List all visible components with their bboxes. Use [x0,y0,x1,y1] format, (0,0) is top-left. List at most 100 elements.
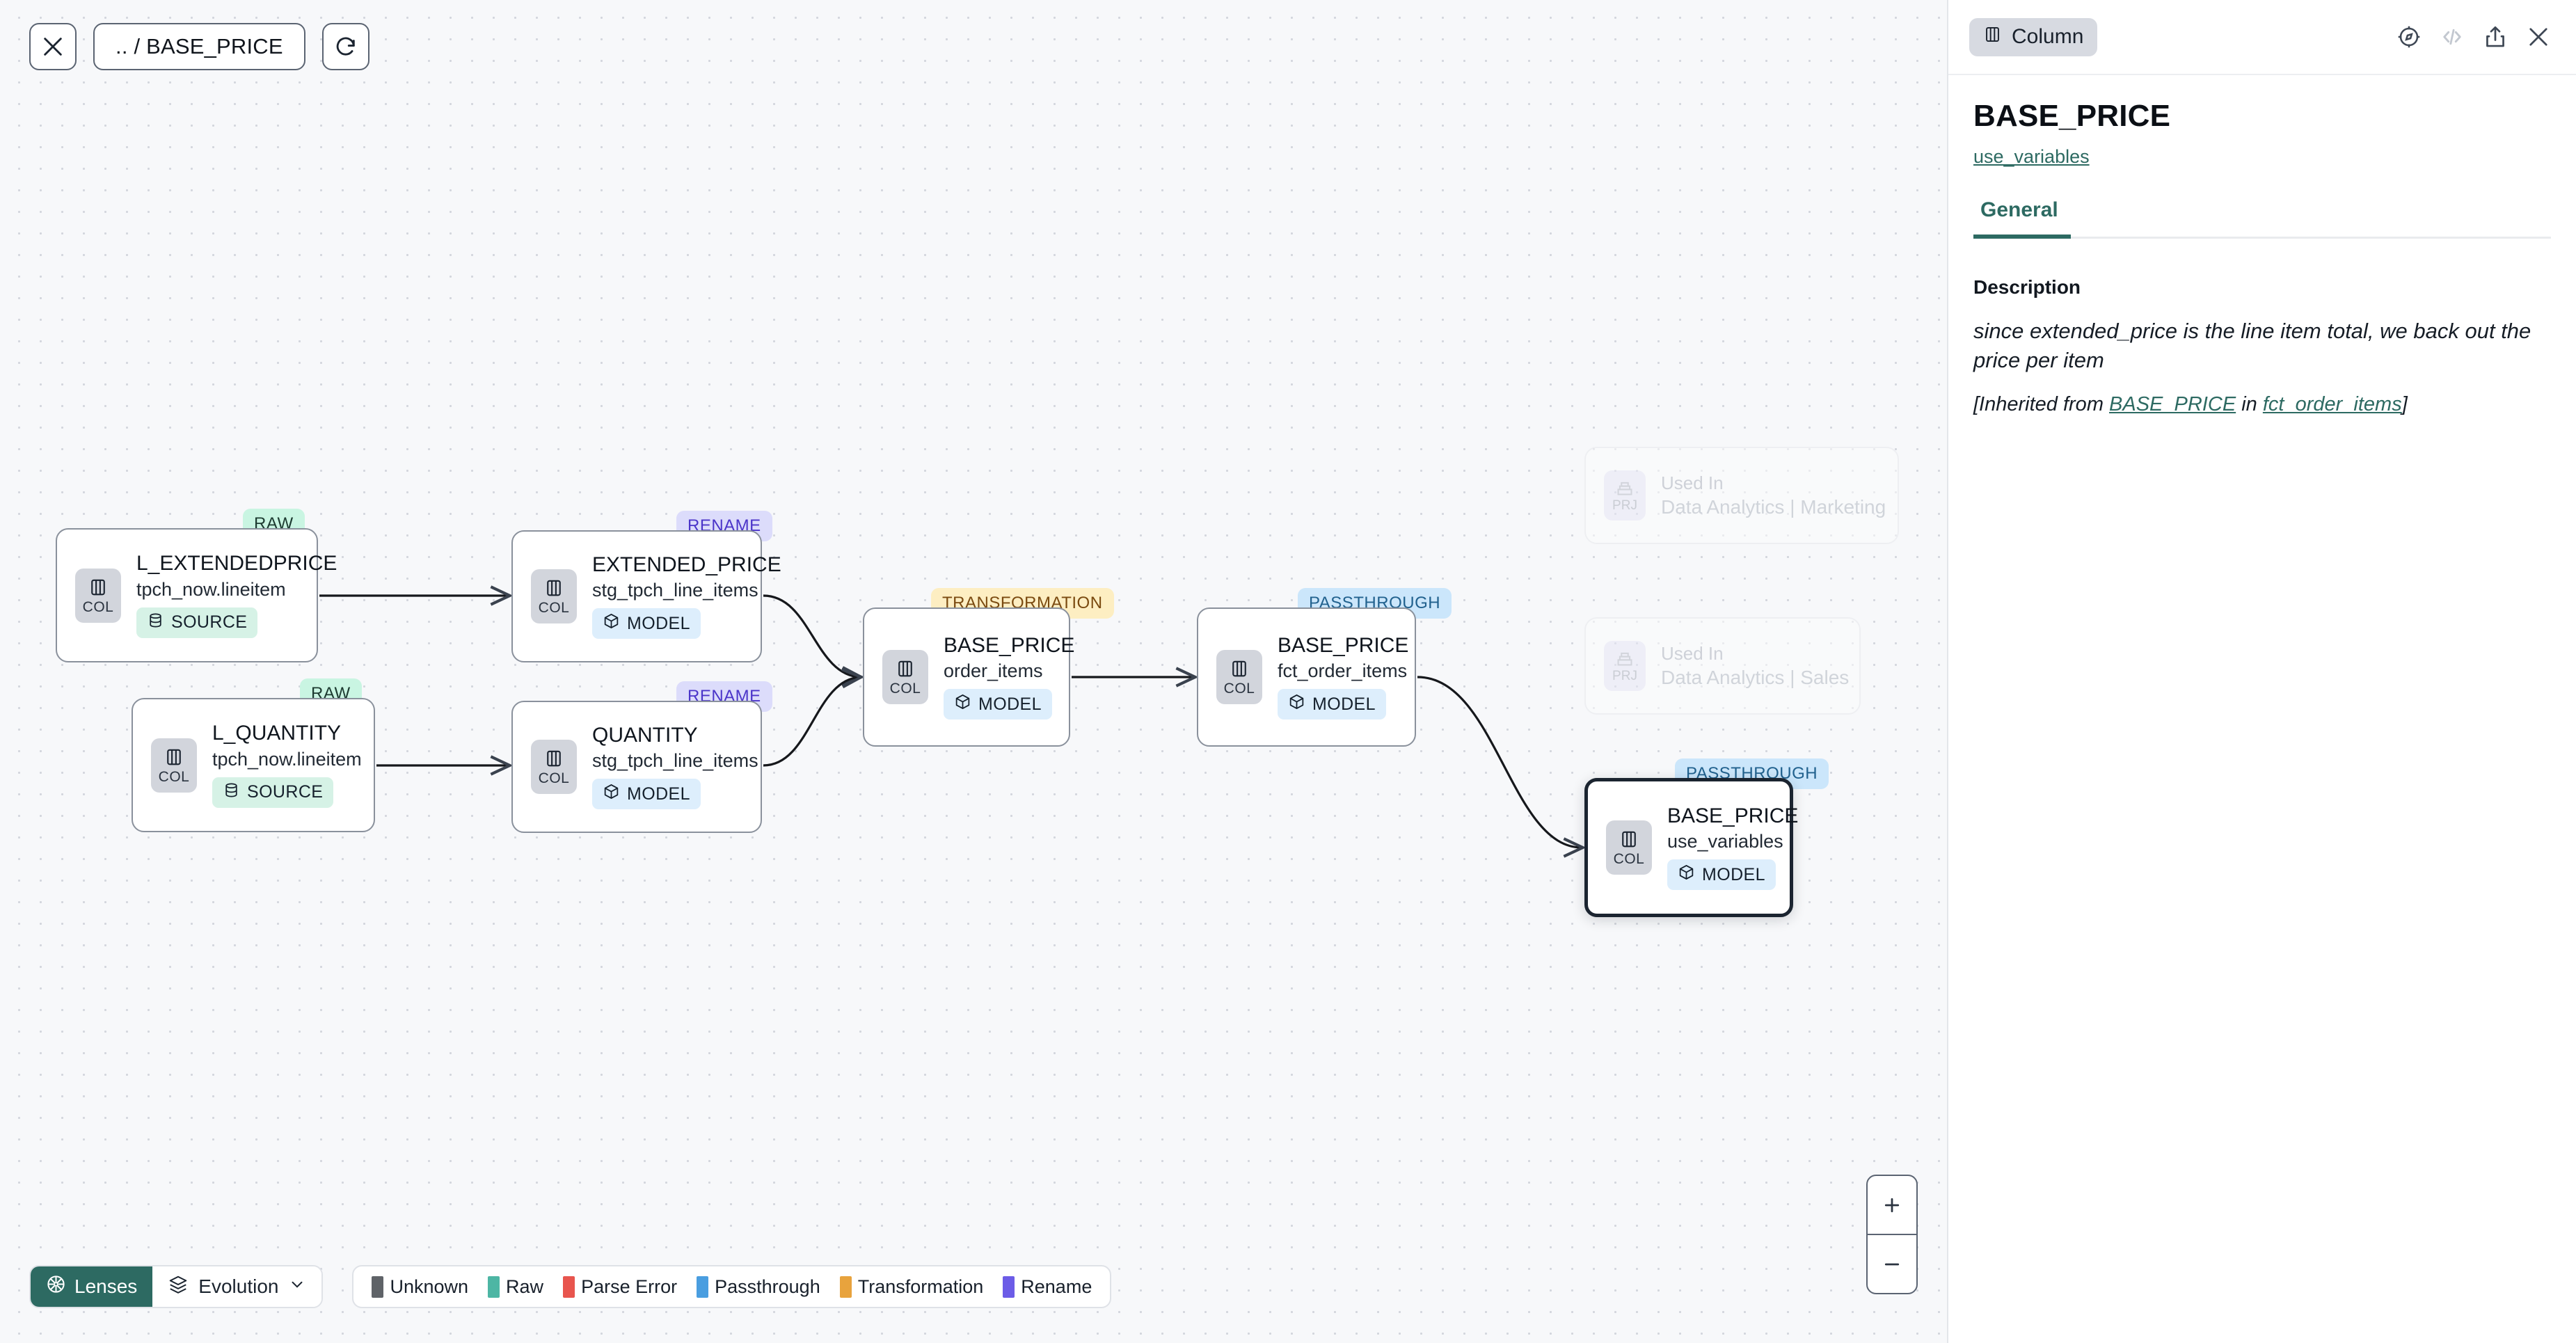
node-title: L_EXTENDEDPRICE [136,552,337,575]
details-panel-body: BASE_PRICE use_variables General Descrip… [1948,75,2576,416]
page-title: BASE_PRICE [1973,99,2171,133]
chevron-down-icon [288,1276,306,1298]
breadcrumb-button[interactable]: .. / BASE_PRICE [93,23,305,70]
node-subtitle: tpch_now.lineitem [136,578,286,600]
edge-type-legend: Unknown Raw Parse Error Passthrough Transfor… [352,1265,1112,1308]
legend-label: Unknown [390,1276,469,1297]
canvas-toolbar: .. / BASE_PRICE [29,23,369,70]
project-icon-label: PRJ [1612,669,1637,683]
inherited-suffix: ] [2401,392,2408,415]
legend-swatch [372,1276,384,1298]
description-label: Description [1973,276,2081,298]
node-title: BASE_PRICE [1278,633,1409,657]
details-tabs: General [1973,198,2551,239]
node-kind-label: MODEL [627,613,690,633]
column-icon-label: COL [82,598,114,615]
node-kind-pill: MODEL [592,779,701,810]
column-icon: COL [531,740,577,794]
cube-icon [1678,864,1695,886]
inherited-model-link[interactable]: fct_order_items [2262,392,2402,415]
lenses-button[interactable]: Lenses [31,1266,153,1307]
legend-swatch [488,1276,500,1298]
node-kind-pill: MODEL [1667,859,1776,891]
bottom-toolbar: Lenses Evolution Unknown Raw Parse Error Pa… [29,1265,1112,1308]
entity-type-chip: Column [1969,17,2098,56]
legend-item[interactable]: Raw [488,1276,543,1298]
column-icon: COL [75,568,121,623]
code-icon[interactable] [2440,24,2465,49]
ghost-project-name: Data Analytics | Sales [1661,667,1850,688]
node-kind-label: MODEL [978,694,1042,714]
node-subtitle: fct_order_items [1278,660,1408,682]
legend-swatch [1003,1276,1015,1298]
cube-icon [1288,693,1305,715]
legend-swatch [839,1276,852,1298]
legend-item[interactable]: Passthrough [697,1276,820,1298]
evolution-dropdown[interactable]: Evolution [152,1266,322,1307]
description-text: since extended_price is the line item to… [1973,319,2531,372]
ghost-node[interactable]: PRJ Used In Data Analytics | Sales [1584,617,1861,715]
legend-item[interactable]: Transformation [839,1276,983,1298]
node-kind-label: MODEL [627,784,690,804]
compass-icon[interactable] [2396,24,2422,49]
inherited-middle: in [2236,392,2263,415]
cube-icon [603,612,620,635]
node-subtitle: stg_tpch_line_items [592,580,758,601]
zoom-divider [1868,1234,1916,1235]
tab-general[interactable]: General [1973,198,2071,239]
column-icon [1983,25,2002,49]
column-icon-label: COL [1613,851,1645,867]
lineage-canvas[interactable]: .. / BASE_PRICE [0,0,1947,1343]
panel-header-actions [2396,24,2551,49]
inherited-from-note: [Inherited from BASE_PRICE in fct_order_… [1973,393,2551,416]
parent-model-link[interactable]: use_variables [1973,146,2090,167]
project-icon: PRJ [1604,641,1646,691]
legend-item[interactable]: Unknown [372,1276,468,1298]
details-panel-header: Column [1948,0,2576,75]
breadcrumb-label: .. / BASE_PRICE [116,34,283,58]
close-icon[interactable] [2526,24,2551,49]
legend-item[interactable]: Parse Error [563,1276,677,1298]
node-title: L_QUANTITY [212,722,342,745]
node-kind-label: SOURCE [171,612,248,633]
close-graph-button[interactable] [29,23,77,70]
node-title: QUANTITY [592,723,698,747]
inherited-prefix: [Inherited from [1973,392,2110,415]
legend-swatch [563,1276,575,1298]
zoom-out-button[interactable] [1868,1235,1916,1293]
ghost-node[interactable]: PRJ Used In Data Analytics | Marketing [1584,447,1899,544]
legend-item[interactable]: Rename [1003,1276,1092,1298]
inherited-column-link[interactable]: BASE_PRICE [2109,392,2236,415]
share-icon[interactable] [2483,24,2508,49]
project-icon: PRJ [1604,470,1646,520]
node-subtitle: tpch_now.lineitem [212,748,362,770]
legend-label: Passthrough [715,1276,820,1297]
entity-type-label: Column [2012,25,2084,48]
column-icon: COL [882,650,928,704]
node-subtitle: use_variables [1667,831,1783,852]
column-icon: COL [531,569,577,623]
zoom-in-button[interactable] [1868,1176,1916,1234]
evolution-label: Evolution [198,1276,279,1297]
close-icon [41,35,65,58]
column-icon: COL [1606,820,1652,875]
ghost-project-name: Data Analytics | Marketing [1661,496,1886,518]
cube-icon [603,783,620,805]
zoom-controls [1866,1175,1918,1294]
lenses-group: Lenses Evolution [29,1265,324,1308]
details-panel: Column BASE_PRICE use_variables [1947,0,2576,1343]
node-kind-label: MODEL [1312,694,1376,714]
node-kind-pill: SOURCE [136,607,258,638]
legend-label: Raw [506,1276,544,1297]
aperture-icon [46,1274,66,1299]
node-title: EXTENDED_PRICE [592,553,781,576]
database-icon [147,612,164,634]
refresh-button[interactable] [321,23,369,70]
